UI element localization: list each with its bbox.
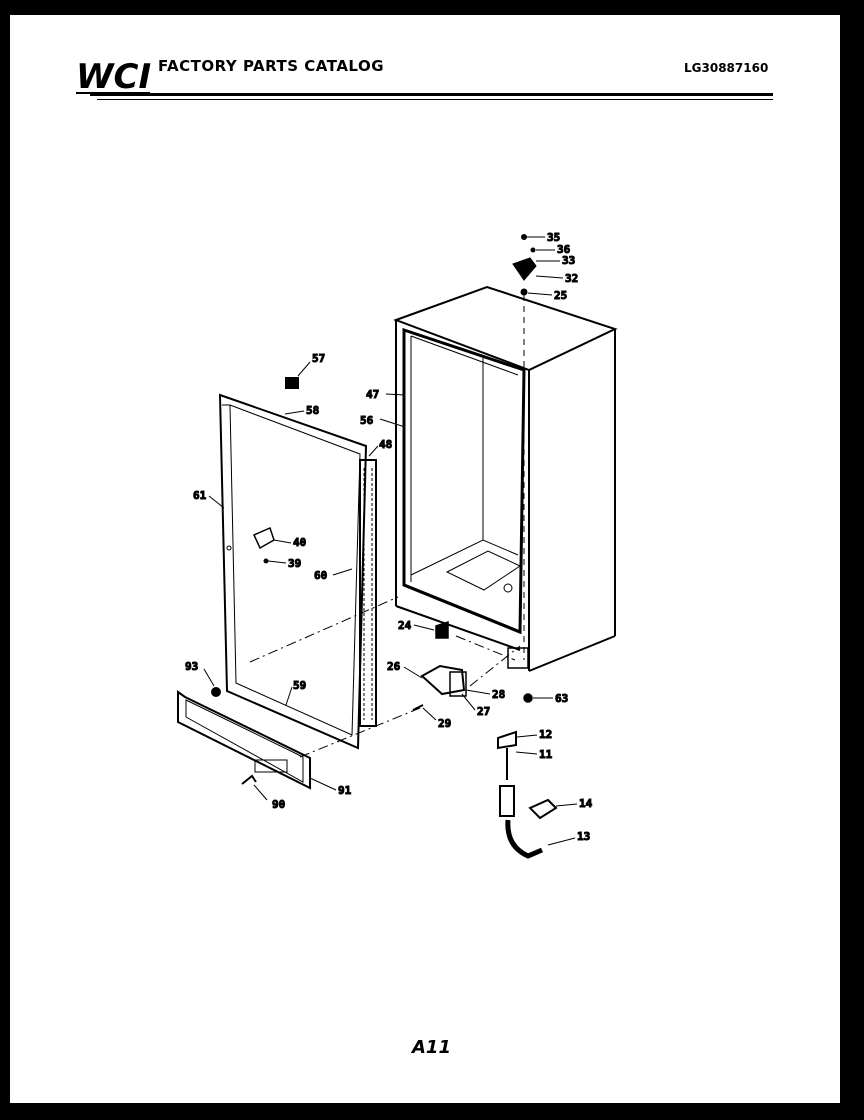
- part-label-36: 36: [557, 243, 571, 256]
- bottom-trim: [177, 687, 311, 790]
- part-label-29: 29: [438, 717, 451, 730]
- part-label-91: 91: [338, 784, 352, 797]
- catalog-number: LG30887160: [684, 61, 769, 75]
- svg-text:WCI: WCI: [76, 57, 151, 97]
- part-label-47: 47: [366, 388, 379, 401]
- part-label-12: 12: [539, 728, 552, 741]
- catalog-title: FACTORY PARTS CATALOG: [158, 57, 385, 75]
- part-label-35: 35: [547, 231, 560, 244]
- part-label-24: 24: [398, 619, 412, 632]
- assembly-centerlines: [249, 596, 521, 758]
- page-number: A11: [412, 1037, 451, 1058]
- catalog-page: [10, 15, 840, 1103]
- part-label-61: 61: [193, 489, 207, 502]
- part-label-63: 63: [555, 692, 568, 705]
- part-label-11: 11: [539, 748, 553, 761]
- bottom-hinge-assembly: [412, 620, 558, 859]
- part-label-28: 28: [492, 688, 505, 701]
- wci-logo: WCI: [76, 57, 151, 97]
- part-label-27: 27: [477, 705, 490, 718]
- top-hinge-assembly: [512, 234, 537, 660]
- part-label-25: 25: [554, 289, 567, 302]
- part-label-40: 40: [293, 536, 306, 549]
- part-labels: 35 36 33 32 25 57 58 47 56 48 61 40 39 6…: [185, 231, 593, 846]
- part-label-26: 26: [387, 660, 401, 673]
- part-label-13: 13: [577, 830, 590, 843]
- part-label-58: 58: [306, 404, 319, 417]
- cabinet: [393, 285, 618, 672]
- part-label-56: 56: [360, 414, 374, 427]
- part-label-32: 32: [565, 272, 578, 285]
- part-label-14: 14: [579, 797, 593, 810]
- part-label-33: 33: [562, 254, 575, 267]
- header-rule-thin: [97, 99, 773, 100]
- part-label-60: 60: [314, 569, 327, 582]
- header-rule: [90, 93, 773, 96]
- part-label-93: 93: [185, 660, 198, 673]
- part-label-39: 39: [288, 557, 301, 570]
- part-label-48: 48: [379, 438, 392, 451]
- part-label-59: 59: [293, 679, 306, 692]
- part-label-57: 57: [312, 352, 325, 365]
- part-label-90: 90: [272, 798, 285, 811]
